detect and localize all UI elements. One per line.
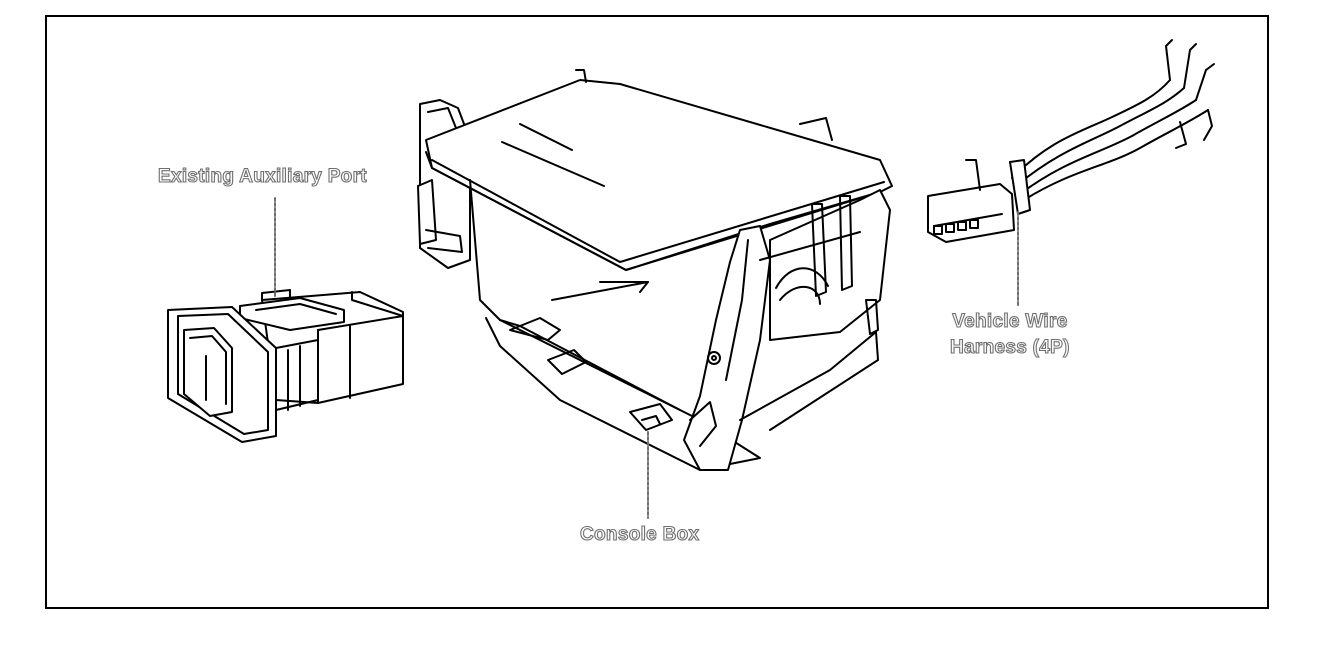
console-box-label: Console Box xyxy=(579,523,700,545)
wire-harness-label-line2: Harness (4P) xyxy=(949,336,1070,358)
auxiliary-port-label: Existing Auxiliary Port xyxy=(157,165,367,187)
figure-border xyxy=(45,15,1269,609)
leader-lines xyxy=(274,197,1019,519)
wire-harness-label: Vehicle Wire Harness (4P) xyxy=(949,309,1070,360)
console-box-drawing xyxy=(417,69,893,471)
wire-harness-label-line1: Vehicle Wire xyxy=(952,310,1068,332)
auxiliary-port-drawing xyxy=(167,289,404,443)
wire-harness-drawing xyxy=(927,39,1215,243)
